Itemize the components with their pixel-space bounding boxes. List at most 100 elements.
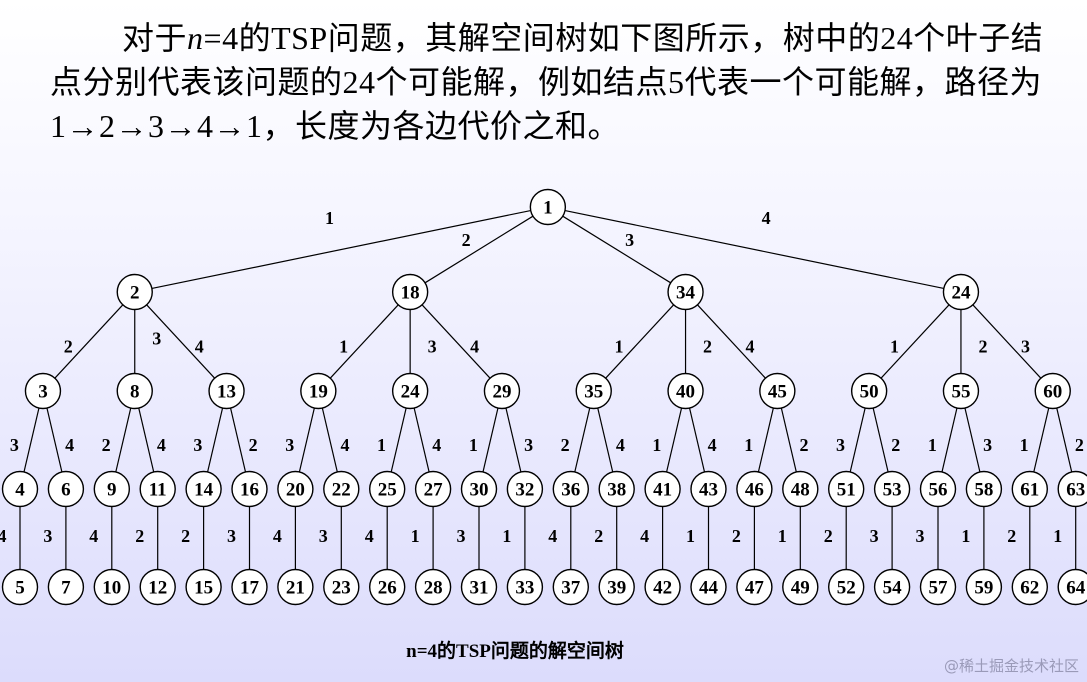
tree-node-circle [391, 273, 429, 311]
tree-node-circle [414, 568, 452, 606]
tree-edge [207, 407, 224, 473]
tree-node-circle [506, 568, 544, 606]
watermark: @稀土掘金技术社区 [943, 657, 1079, 675]
tree-node-circle [598, 568, 635, 606]
tree-node-label: 61 [1020, 480, 1039, 501]
tree-edge [138, 407, 155, 473]
tree-node-circle [391, 372, 429, 410]
tree-edge [972, 304, 1042, 379]
tree-edge [424, 215, 534, 284]
edge-cost-label: 2 [135, 526, 144, 546]
edge-cost-label: 2 [594, 526, 603, 546]
edge-cost-label: 4 [157, 435, 166, 455]
edge-cost-label: 3 [1021, 336, 1030, 356]
edge-cost-label: 1 [377, 435, 386, 455]
tree-node-label: 47 [745, 578, 765, 599]
tree-node-label: 24 [401, 382, 421, 403]
tree-node-circle [782, 568, 819, 606]
tree-node-label: 53 [883, 480, 902, 501]
edge-cost-label: 1 [411, 526, 420, 546]
edge-cost-label: 4 [470, 336, 479, 356]
tree-node-label: 23 [332, 578, 351, 599]
tree-node-label: 59 [974, 578, 993, 599]
tree-node-circle [667, 273, 704, 311]
tree-edge [151, 209, 531, 290]
edge-cost-label: 4 [89, 526, 98, 546]
tree-node-label: 49 [791, 578, 810, 599]
tree-node-circle [644, 470, 681, 508]
tree-node-label: 28 [424, 578, 443, 599]
edge-cost-label: 3 [983, 435, 992, 455]
tree-edge [757, 407, 774, 473]
tree-node-label: 18 [401, 283, 420, 304]
edge-cost-label: 1 [652, 435, 661, 455]
edge-cost-label: 4 [65, 435, 74, 455]
tree-edge [574, 407, 591, 473]
tree-edge [1033, 407, 1050, 473]
edge-cost-label: 3 [457, 526, 466, 546]
tree-node-label: 36 [561, 480, 580, 501]
tree-node-circle [116, 372, 153, 410]
edge-cost-label: 3 [836, 435, 845, 455]
edge-cost-label: 3 [152, 328, 161, 348]
tree-node-circle [552, 470, 589, 508]
tree-node-circle [782, 470, 819, 508]
tree-node-label: 13 [217, 382, 236, 403]
edge-cost-label: 1 [615, 336, 624, 356]
edge-cost-label: 4 [195, 336, 204, 356]
tree-edge [482, 407, 499, 473]
tree-node-label: 48 [791, 480, 810, 501]
tree-node-label: 7 [61, 578, 71, 599]
edge-cost-label: 1 [686, 526, 695, 546]
edge-cost-label: 3 [193, 435, 202, 455]
tree-edge [562, 215, 671, 284]
tree-node-circle [690, 470, 727, 508]
edge-cost-label: 1 [469, 435, 478, 455]
tree-node-label: 29 [492, 382, 511, 403]
tree-node-label: 62 [1020, 578, 1039, 599]
tree-node-label: 10 [102, 578, 121, 599]
tree-nodes: 5476310912118151417161322120232219262528… [1, 188, 1087, 606]
tree-edge [46, 407, 63, 473]
tree-node-circle [369, 568, 406, 606]
tree-node-circle [231, 568, 268, 606]
tree-node-label: 50 [860, 382, 879, 403]
edge-cost-label: 3 [285, 435, 294, 455]
tree-node-circle [24, 372, 62, 410]
tree-node-circle [300, 372, 337, 410]
edge-cost-label: 1 [502, 526, 511, 546]
tree-node-label: 21 [286, 578, 305, 599]
tree-node-circle [828, 470, 865, 508]
tree-node-label: 5 [15, 578, 25, 599]
edge-cost-label: 2 [249, 435, 258, 455]
edge-cost-label: 4 [762, 208, 771, 228]
tree-edge [697, 304, 766, 379]
tree-edge [872, 407, 889, 473]
tree-node-label: 64 [1066, 578, 1086, 599]
tree-node-label: 34 [676, 283, 696, 304]
tree-node-circle [644, 568, 681, 606]
tree-edge-labels: 1234433244243223213443314414133131244221… [0, 208, 1084, 546]
tree-node-circle [185, 470, 222, 508]
edge-cost-label: 4 [746, 336, 755, 356]
tree-node-label: 51 [837, 480, 856, 501]
tree-node-circle [185, 568, 222, 606]
tree-node-circle [277, 470, 314, 508]
tree-node-circle [414, 470, 452, 508]
tree-node-label: 9 [107, 480, 117, 501]
edge-cost-label: 1 [744, 435, 753, 455]
tree-edge [605, 304, 675, 379]
tree-node-label: 60 [1043, 382, 1062, 403]
tree-edge [564, 209, 944, 290]
tree-edge [23, 407, 40, 473]
tree-edge [941, 407, 958, 473]
tree-node-label: 3 [38, 382, 48, 403]
diagram-caption: n=4的TSP问题的解空间树 [406, 641, 624, 662]
tree-node-label: 56 [929, 480, 948, 501]
edge-cost-label: 2 [181, 526, 190, 546]
tree-node-circle [323, 470, 360, 508]
tree-node-circle [1, 470, 39, 508]
tree-node-label: 4 [15, 480, 25, 501]
edge-cost-label: 3 [625, 230, 634, 250]
edge-cost-label: 4 [0, 526, 7, 546]
